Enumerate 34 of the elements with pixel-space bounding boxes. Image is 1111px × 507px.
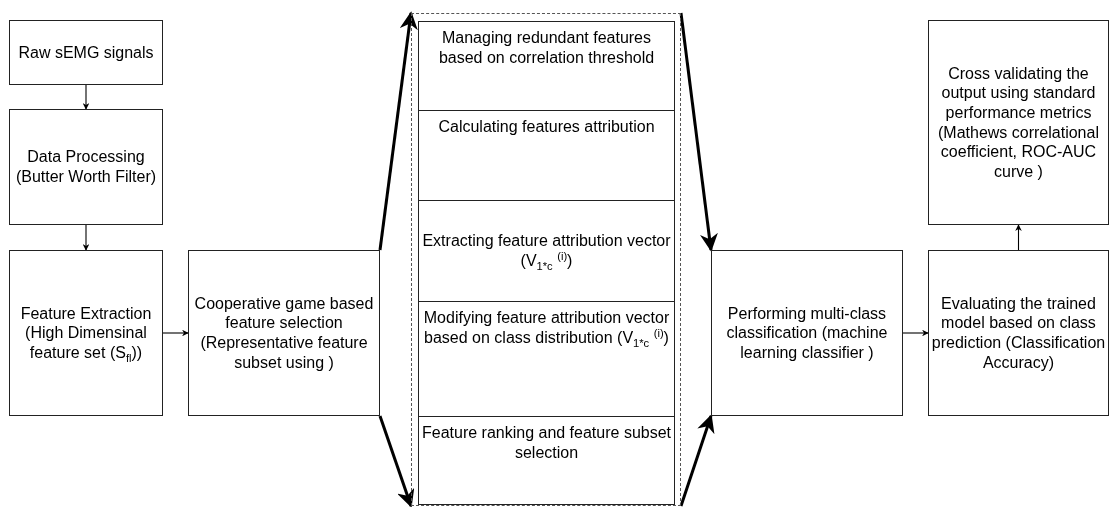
group-frame	[411, 13, 681, 506]
step-box	[418, 301, 675, 417]
arrow	[378, 11, 418, 251]
process-box	[9, 250, 163, 416]
box-text: Performing multi-class classification (machine learning classifier )	[725, 303, 889, 363]
step-box	[418, 200, 675, 302]
step-box	[418, 416, 675, 505]
box-text: Evaluating the trained model based on class prediction (Classification Accuracy)	[930, 293, 1107, 373]
box-text: Feature ranking and feature subset selection	[420, 423, 672, 463]
step-box	[418, 21, 675, 111]
box-text: Extracting feature attribution vector (V$_{1*c}$ $^{(i)}$)	[421, 231, 672, 271]
box-text: Cross validating the output using standard performance metrics (Mathews correlational coefficient, ROC-AUC curve )	[937, 63, 1100, 182]
process-box	[9, 20, 163, 85]
process-box	[188, 250, 380, 416]
box-text: Cooperative game based feature selection (Representative feature subset using )	[193, 293, 375, 373]
process-box	[928, 20, 1109, 225]
box-text: Raw sEMG signals	[18, 42, 154, 63]
arrow	[162, 329, 189, 337]
box-text: Calculating features attribution	[438, 117, 655, 137]
step-box	[418, 110, 675, 201]
arrow	[82, 84, 90, 110]
process-box	[9, 109, 163, 225]
box-text: Feature Extraction (High Dimensinal feature set (S$_{fl}$))	[19, 303, 153, 363]
process-box	[711, 250, 903, 416]
arrow	[679, 414, 715, 507]
process-box	[928, 250, 1109, 416]
arrow	[1015, 224, 1022, 251]
arrow	[902, 329, 929, 337]
box-text: Modifying feature attribution vector based on class distribution (V$_{1*c}$ $^{(i)}$)	[422, 308, 671, 348]
arrow	[82, 224, 90, 251]
box-text: Managing redundant features based on correlation threshold	[437, 28, 656, 68]
arrow	[378, 415, 415, 507]
box-text: Data Processing (Butter Worth Filter)	[14, 147, 158, 187]
arrow	[679, 12, 718, 252]
